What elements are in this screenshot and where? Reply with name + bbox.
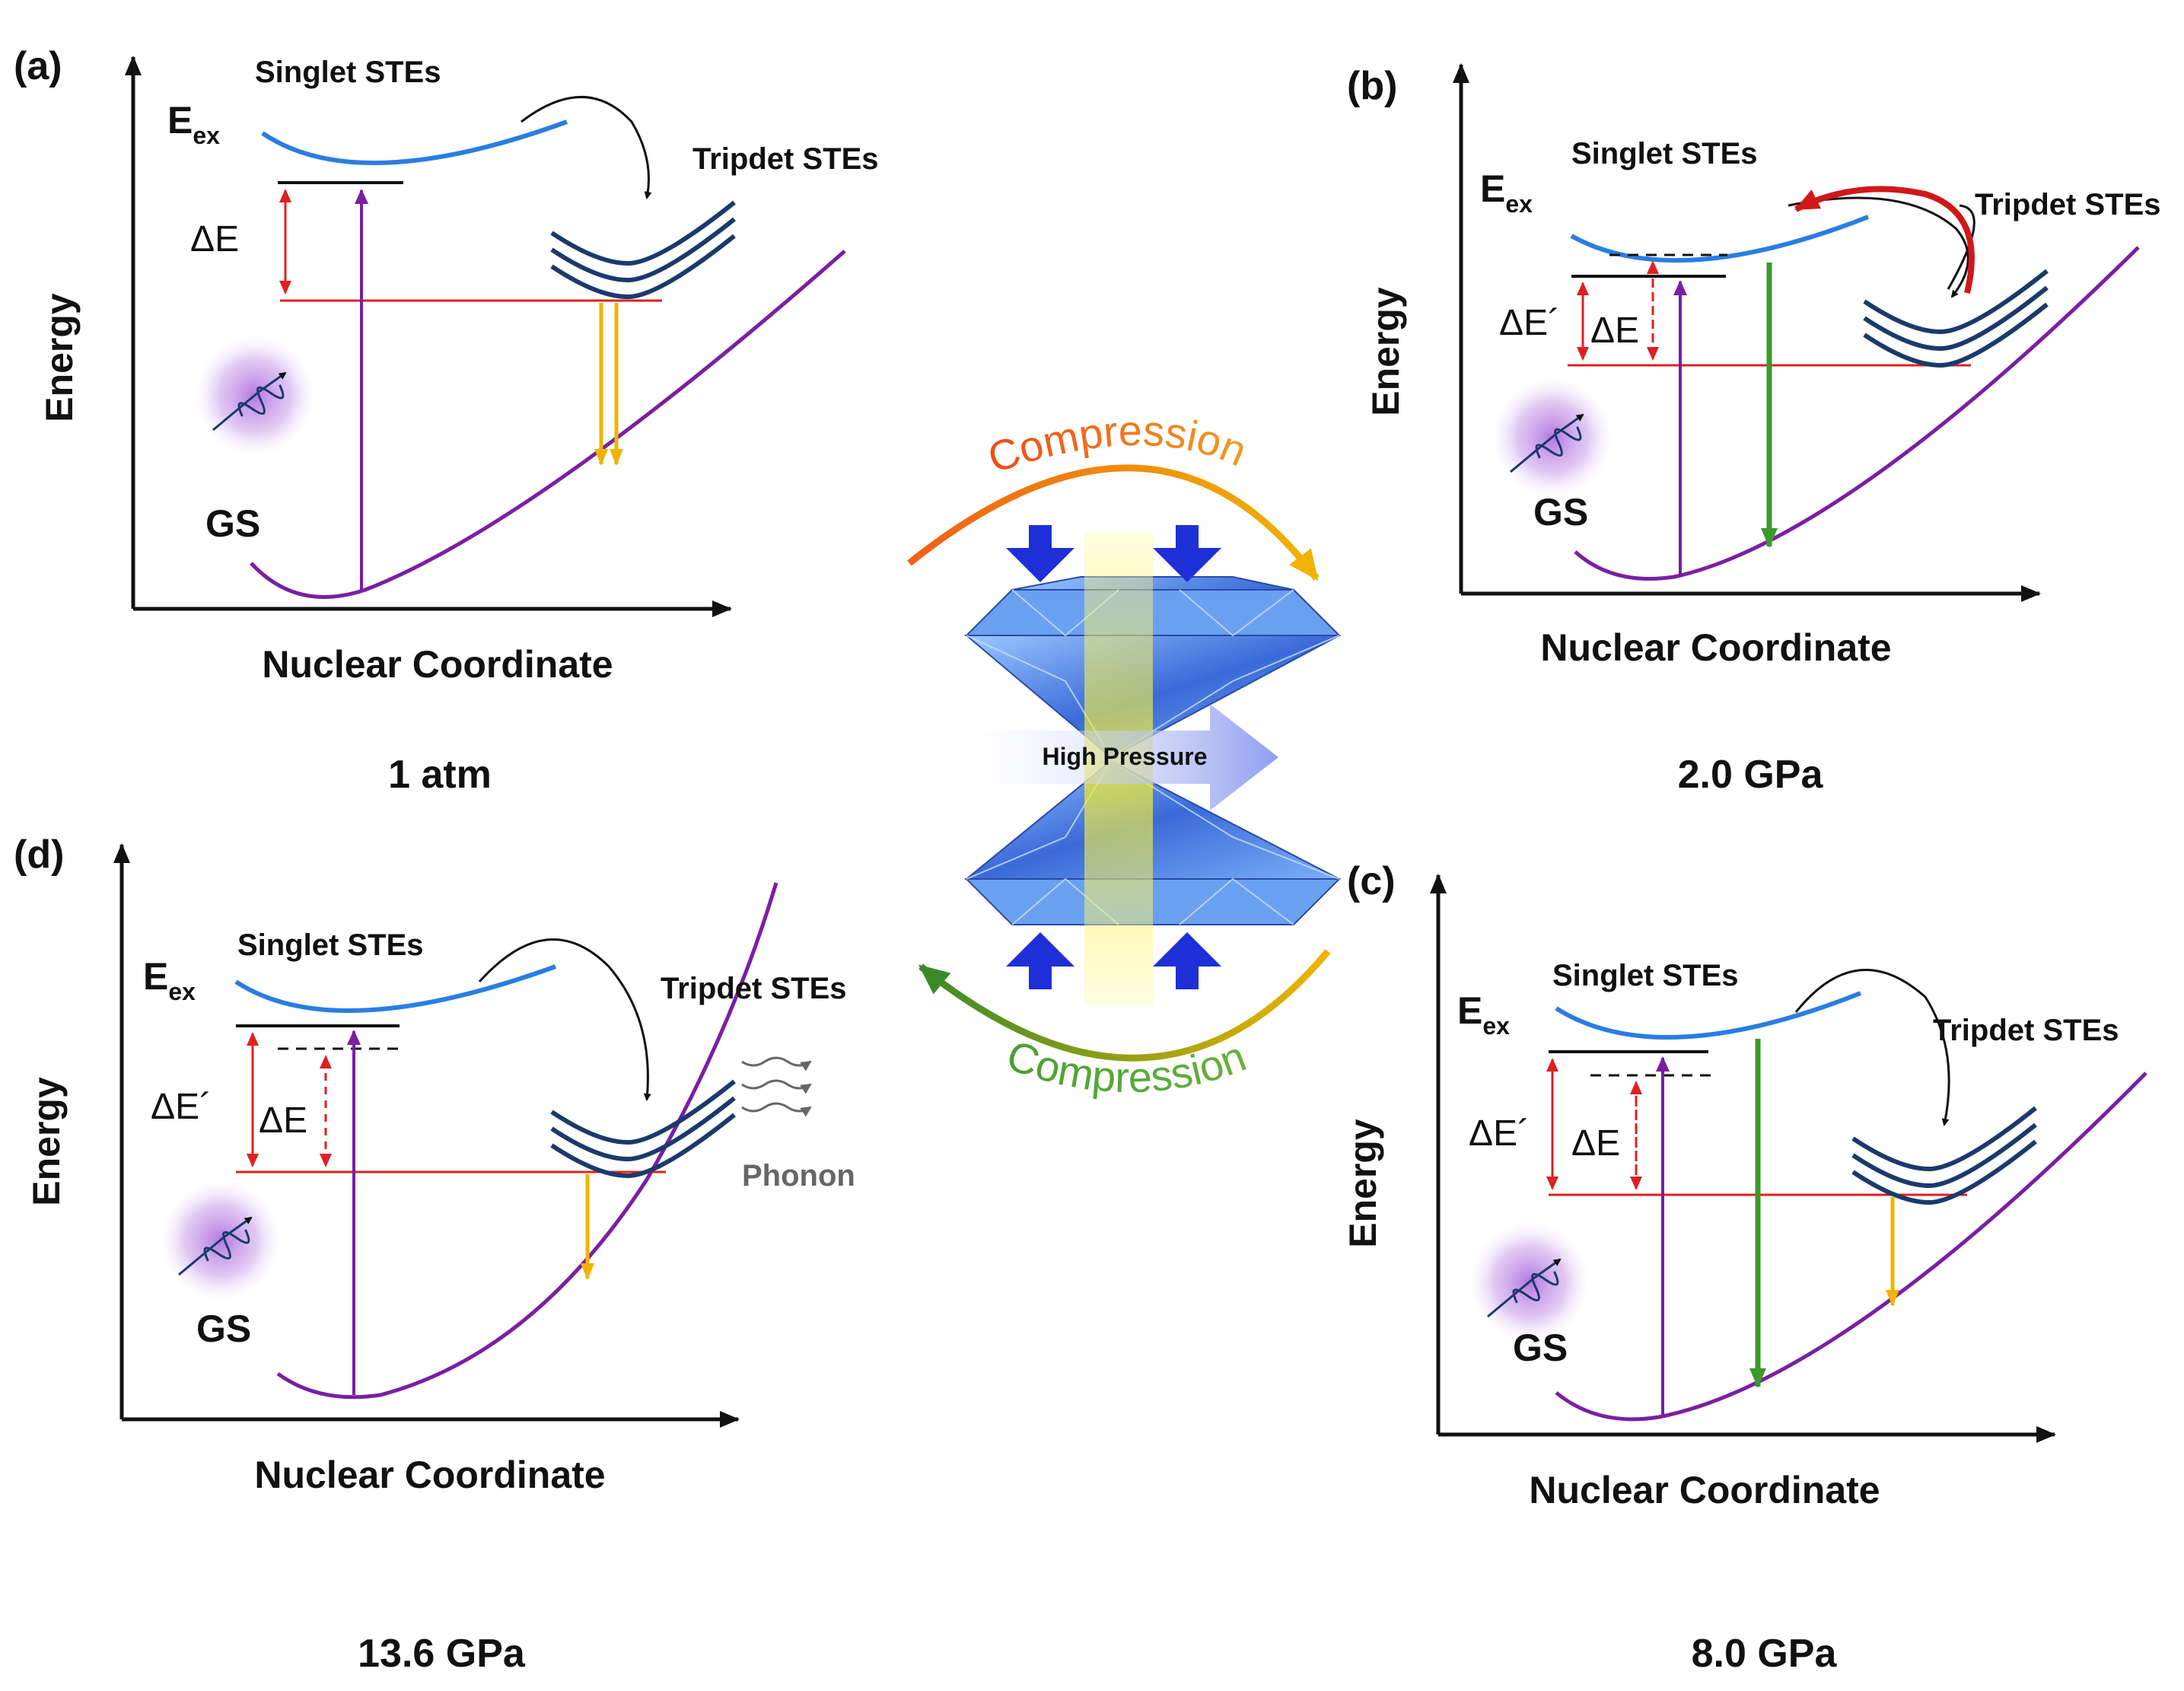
delta-e-label: ΔE: [259, 1100, 307, 1141]
pressure-arrow-bottom-left: [1006, 932, 1074, 989]
isc-arrow: [1788, 196, 1969, 298]
pressure-label-b: 2.0 GPa: [1678, 753, 1824, 797]
compression-arc-bottom: [918, 949, 1331, 1062]
ground-state-curve: [276, 882, 778, 1400]
energy-axis-label: Energy: [38, 293, 81, 422]
coordinate-axis-label: Nuclear Coordinate: [1529, 1469, 1880, 1511]
panel-label-a: (a): [14, 44, 62, 88]
singlet-curve: [1570, 215, 1870, 263]
panel-label-b: (b): [1347, 64, 1397, 108]
coordinate-axis-label: Nuclear Coordinate: [254, 1454, 605, 1496]
photon-icon: [1470, 1223, 1589, 1342]
triplet-label: Tripdet STEs: [661, 972, 847, 1005]
ground-state-curve: [1555, 1072, 2147, 1422]
phonon-label: Phonon: [742, 1159, 855, 1193]
ground-state-curve: [1574, 246, 2140, 581]
triplet-curves: [1864, 271, 2047, 365]
delta-e-prime-label: ΔE´: [1469, 1113, 1530, 1154]
eex-label: Eex: [1457, 989, 1510, 1040]
energy-axis-label: Energy: [1364, 287, 1407, 416]
energy-axis-label: Energy: [1342, 1119, 1384, 1248]
singlet-curve: [234, 964, 557, 1014]
pressure-arrow-bottom-right: [1153, 932, 1221, 989]
eex-label: Eex: [143, 955, 196, 1005]
compression-label-bottom: Compression: [1001, 1030, 1252, 1101]
diamond-anvil-cell: Compression Compression High Pressure: [907, 406, 1342, 1101]
delta-e-prime-label: ΔE´: [151, 1087, 212, 1127]
pressure-arrow-top-right: [1153, 525, 1221, 582]
triplet-label: Tripdet STEs: [1975, 188, 2161, 221]
singlet-label: Singlet STEs: [1552, 959, 1739, 992]
triplet-curves: [552, 1081, 734, 1176]
panel-b: (b) Energy Nuclear Coordinate 2.0 GPa ΔE…: [1347, 63, 2161, 797]
phonon-wave-icon: [741, 1056, 812, 1117]
ground-state-curve: [250, 250, 846, 599]
high-pressure-arrow: [966, 704, 1278, 810]
pressure-label-a: 1 atm: [388, 753, 492, 797]
photon-icon: [161, 1181, 280, 1300]
reverse-isc-arrow: [1794, 186, 1975, 294]
coordinate-axis-label: Nuclear Coordinate: [262, 643, 613, 686]
singlet-curve: [1555, 991, 1862, 1040]
delta-e-label: ΔE: [1590, 310, 1639, 351]
pressure-label-d: 13.6 GPa: [358, 1632, 526, 1676]
isc-arrow-path: [1947, 204, 1975, 290]
high-pressure-label: High Pressure: [1043, 743, 1208, 770]
panel-c: (c) Energy Nuclear Coordinate 8.0 GPa ΔE…: [1342, 859, 2147, 1676]
singlet-label: Singlet STEs: [1571, 137, 1758, 170]
isc-arrow: [478, 938, 651, 1101]
singlet-label: Singlet STEs: [255, 56, 441, 89]
eex-label: Eex: [1480, 167, 1533, 218]
delta-e-prime-label: ΔE´: [1499, 303, 1560, 343]
gs-label: GS: [196, 1307, 251, 1350]
isc-arrow: [521, 96, 652, 199]
panel-d: (d) Energy Nuclear Coordinate 13.6 GPa Δ…: [14, 833, 855, 1676]
delta-e-label: ΔE: [1571, 1123, 1620, 1164]
gs-label: GS: [205, 502, 260, 545]
triplet-label: Tripdet STEs: [692, 142, 879, 176]
gs-label: GS: [1513, 1326, 1568, 1369]
energy-axis-label: Energy: [25, 1077, 68, 1206]
gs-label: GS: [1533, 491, 1588, 533]
triplet-label: Tripdet STEs: [1933, 1014, 2119, 1047]
singlet-label: Singlet STEs: [237, 928, 424, 962]
panel-a: (a) Energy Nuclear Coordinate 1 atm ΔE S…: [14, 44, 879, 797]
eex-label: Eex: [167, 99, 220, 149]
delta-e-label: ΔE: [190, 219, 239, 260]
pressure-arrow-top-left: [1006, 525, 1074, 582]
isc-arrow: [1794, 969, 1950, 1126]
panel-label-c: (c): [1347, 859, 1396, 903]
coordinate-axis-label: Nuclear Coordinate: [1540, 626, 1891, 669]
panel-label-d: (d): [14, 833, 64, 877]
pressure-label-c: 8.0 GPa: [1692, 1632, 1838, 1676]
singlet-curve: [261, 119, 568, 166]
photon-icon: [1493, 378, 1612, 497]
triplet-curves: [552, 202, 734, 297]
photon-icon: [196, 336, 314, 455]
compression-arc-top: [907, 464, 1320, 581]
